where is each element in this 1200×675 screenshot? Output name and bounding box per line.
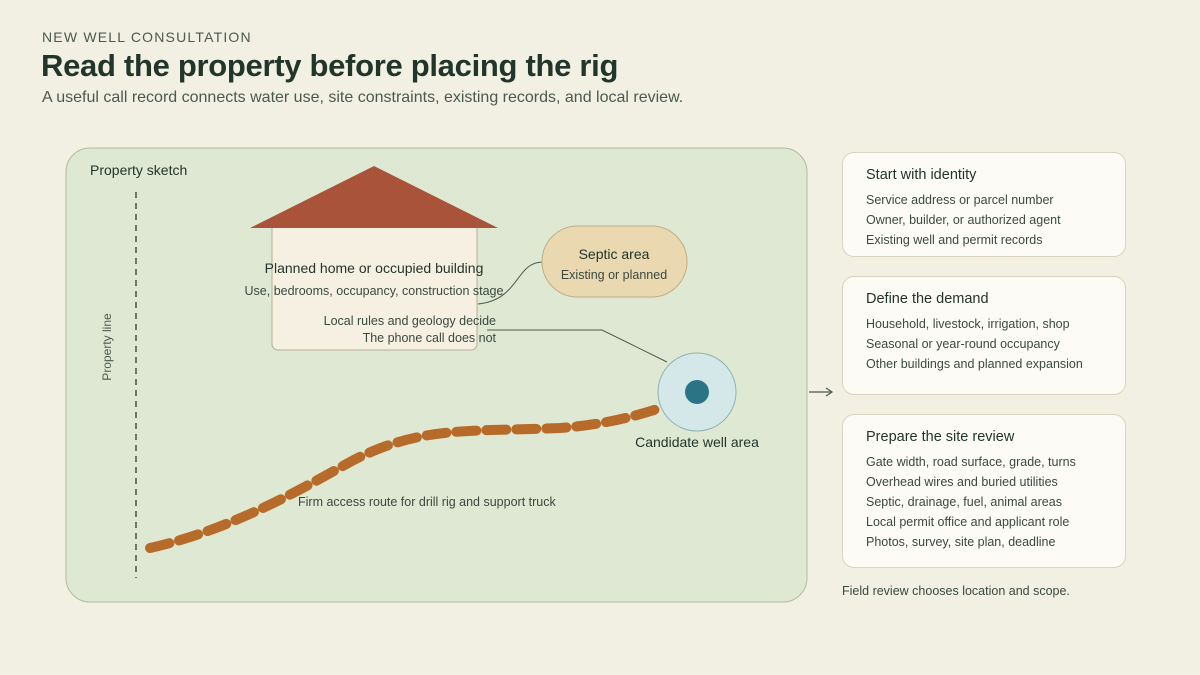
card-title: Start with identity	[866, 167, 977, 183]
septic-title: Septic area	[579, 246, 650, 262]
list-item: Owner, builder, or authorized agent	[866, 213, 1061, 227]
page-title: Read the property before placing the rig	[41, 48, 619, 83]
list-item: Household, livestock, irrigation, shop	[866, 317, 1070, 331]
footnote: Field review chooses location and scope.	[842, 584, 1070, 598]
list-item: Service address or parcel number	[866, 193, 1054, 207]
arrow-head	[825, 387, 834, 397]
page-subtitle: A useful call record connects water use,…	[42, 89, 684, 106]
callout-line-1: Local rules and geology decide	[324, 314, 496, 328]
house-septic-connector	[477, 261, 544, 305]
list-item: Existing well and permit records	[866, 233, 1043, 247]
septic-area	[541, 225, 688, 298]
list-item: Overhead wires and buried utilities	[866, 475, 1058, 489]
list-item: Other buildings and planned expansion	[866, 357, 1083, 371]
house-subtitle: Use, bedrooms, occupancy, construction s…	[245, 284, 504, 298]
list-item: Seasonal or year-round occupancy	[866, 337, 1060, 351]
well-core	[685, 380, 709, 404]
list-item: Septic, drainage, fuel, animal areas	[866, 495, 1062, 509]
house-roof	[250, 166, 498, 228]
house-title: Planned home or occupied building	[265, 260, 484, 276]
property-line-label: Property line	[100, 313, 114, 381]
card-identity: Start with identity Service address or p…	[842, 152, 1126, 257]
card-title: Prepare the site review	[866, 429, 1015, 445]
septic-subtitle: Existing or planned	[561, 268, 667, 282]
list-item: Gate width, road surface, grade, turns	[866, 455, 1076, 469]
access-route	[145, 403, 665, 553]
access-route-label: Firm access route for drill rig and supp…	[298, 495, 556, 509]
card-site-review: Prepare the site review Gate width, road…	[842, 414, 1126, 568]
card-demand: Define the demand Household, livestock, …	[842, 276, 1126, 395]
well-label: Candidate well area	[635, 434, 759, 450]
eyebrow: NEW WELL CONSULTATION	[42, 29, 252, 45]
callout-leader	[487, 329, 668, 363]
panel-label: Property sketch	[90, 162, 187, 178]
callout-line-2: The phone call does not	[363, 331, 497, 345]
list-item: Local permit office and applicant role	[866, 515, 1070, 529]
list-item: Photos, survey, site plan, deadline	[866, 535, 1056, 549]
card-title: Define the demand	[866, 291, 989, 307]
